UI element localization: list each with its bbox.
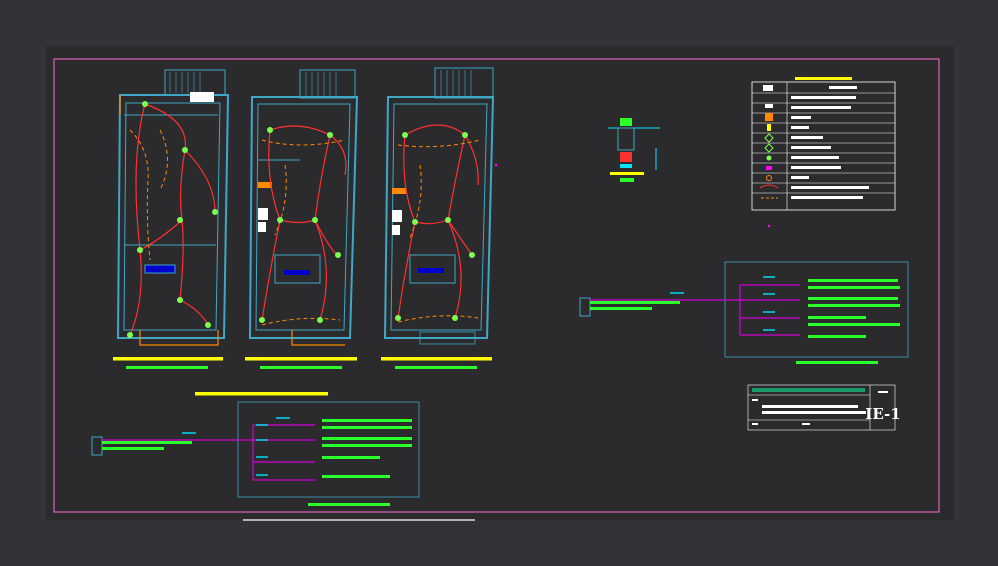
single-line-diagram-lower <box>91 392 420 506</box>
plan-floor-1 <box>113 69 230 369</box>
sheet-border <box>53 58 940 513</box>
sheet-background <box>46 46 954 520</box>
plan-floor-2 <box>245 69 359 369</box>
plan-floor-3 <box>381 67 495 369</box>
single-line-diagram <box>579 261 909 364</box>
meter-detail <box>608 118 660 182</box>
title-block: IE-1 <box>747 384 901 431</box>
legend-table <box>751 77 896 211</box>
sheet-code: IE-1 <box>865 405 900 423</box>
